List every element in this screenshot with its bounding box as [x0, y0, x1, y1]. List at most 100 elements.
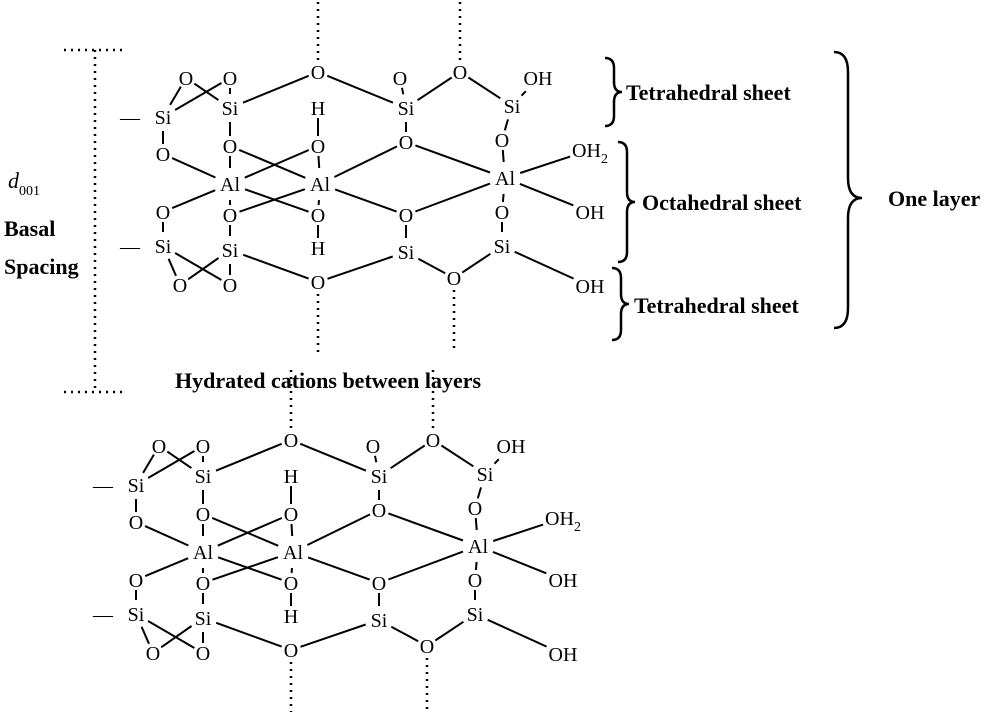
bond — [174, 252, 222, 281]
bond — [299, 442, 367, 472]
oxygen-atom: O — [196, 643, 210, 665]
oxygen-atom: O — [129, 570, 143, 592]
bond — [434, 620, 464, 642]
bond — [169, 86, 182, 106]
silicon-atom: Si — [128, 475, 145, 497]
aluminium-atom: Al — [310, 174, 330, 196]
bond — [415, 144, 491, 174]
bond — [401, 87, 405, 95]
hydroxyl-group: OH — [549, 570, 578, 592]
silicon-atom: Si — [371, 466, 388, 488]
silicon-atom: Si — [128, 604, 145, 626]
oxygen-atom: O — [223, 205, 237, 227]
hydrogen-atom: H — [311, 98, 325, 120]
bond — [300, 623, 367, 648]
oxygen-atom: O — [152, 436, 166, 458]
oxygen-atom: O — [393, 68, 407, 90]
bond — [306, 513, 371, 546]
bond — [474, 517, 478, 531]
silicon-atom: Si — [494, 236, 511, 258]
bond — [167, 258, 177, 277]
silicon-atom: Si — [504, 96, 521, 118]
bond-stub: — — [119, 236, 141, 258]
bond — [519, 155, 571, 174]
oxygen-atom: O — [426, 430, 440, 452]
sheet-labels: Tetrahedral sheet Octahedral sheet Tetra… — [604, 50, 980, 342]
octahedral-brace — [617, 140, 636, 264]
bond — [417, 76, 453, 102]
bond — [417, 257, 446, 275]
bond — [390, 444, 426, 470]
aluminium-atom: Al — [193, 542, 213, 564]
bond — [327, 255, 394, 280]
tetrahedral-sheet-bottom-label: Tetrahedral sheet — [634, 293, 799, 318]
bond-stub: — — [92, 604, 114, 626]
bond — [493, 458, 500, 465]
water-group: OH2 — [545, 508, 581, 535]
oxygen-atom: O — [311, 136, 325, 158]
basal-spacing-indicator: d001 Basal Spacing — [4, 48, 126, 394]
silicon-atom: Si — [195, 466, 212, 488]
oxygen-atom: O — [173, 275, 187, 297]
tetrahedral-top-brace — [604, 56, 623, 128]
silicon-atom: Si — [467, 604, 484, 626]
bond — [147, 620, 195, 649]
octahedral-sheet-label: Octahedral sheet — [642, 190, 802, 215]
hydroxyl-group: OH — [497, 436, 526, 458]
bond — [492, 523, 544, 542]
bond-stub: — — [119, 107, 141, 129]
oxygen-atom: O — [399, 205, 413, 227]
silicon-atom: Si — [477, 464, 494, 486]
bond — [144, 557, 189, 578]
bond — [492, 550, 547, 575]
bond — [187, 257, 220, 281]
bond — [487, 618, 548, 648]
oxygen-atom: O — [372, 500, 386, 522]
bond — [388, 512, 464, 542]
bond — [520, 90, 527, 97]
bond — [440, 444, 474, 468]
aluminium-atom: Al — [220, 174, 240, 196]
silicon-atom: Si — [222, 240, 239, 262]
oxygen-atom: O — [420, 636, 434, 658]
hydroxyl-group: OH — [524, 68, 553, 90]
bond — [390, 625, 419, 643]
bond — [374, 455, 378, 463]
oxygen-atom: O — [196, 573, 210, 595]
one-layer-brace — [833, 50, 863, 330]
bond — [166, 450, 192, 469]
oxygen-atom: O — [495, 130, 509, 152]
bond — [388, 550, 464, 581]
oxygen-atom: O — [223, 136, 237, 158]
oxygen-atom: O — [453, 62, 467, 84]
bond — [501, 193, 505, 203]
oxygen-atom: O — [284, 430, 298, 452]
bond — [307, 556, 370, 581]
bond — [140, 626, 150, 645]
silicon-atom: Si — [222, 98, 239, 120]
bond — [147, 450, 195, 479]
tetrahedral-bottom-brace — [611, 266, 630, 342]
oxygen-atom: O — [146, 643, 160, 665]
hydroxyl-group: OH — [576, 202, 605, 224]
oxygen-atom: O — [311, 62, 325, 84]
bond-stub: — — [92, 475, 114, 497]
bond — [238, 148, 306, 179]
bond — [514, 250, 575, 280]
silicon-atom: Si — [398, 98, 415, 120]
bottom-layer-bonds — [135, 368, 548, 712]
oxygen-atom: O — [223, 275, 237, 297]
oxygen-atom: O — [284, 573, 298, 595]
bond — [242, 74, 310, 104]
hydrogen-atom: H — [284, 606, 298, 628]
hydroxyl-group: OH — [576, 276, 605, 298]
silicon-atom: Si — [195, 608, 212, 630]
basal-label: Basal — [4, 216, 55, 241]
bond — [503, 119, 509, 131]
oxygen-atom: O — [311, 272, 325, 294]
bond — [239, 188, 306, 213]
top-layer-bonds — [162, 0, 575, 354]
